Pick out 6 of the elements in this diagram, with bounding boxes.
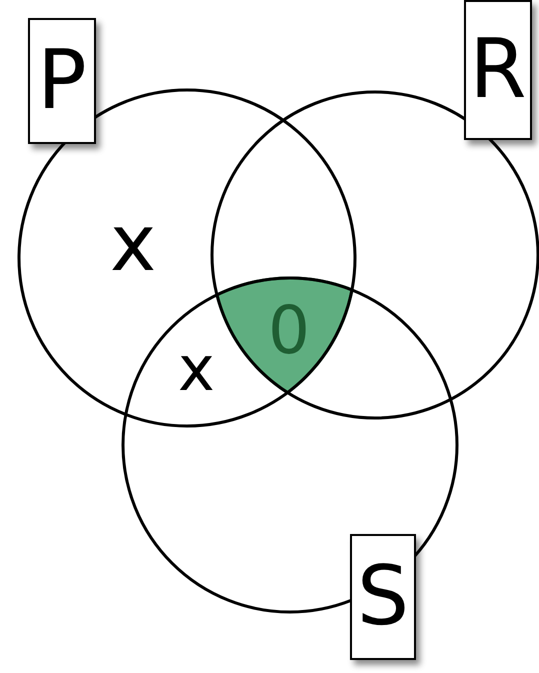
region-mark: x: [110, 205, 156, 283]
set-label: P: [28, 18, 96, 144]
set-label: R: [464, 0, 532, 140]
region-mark: x: [178, 338, 215, 400]
set-label: S: [350, 534, 416, 660]
region-value: 0: [268, 298, 310, 364]
